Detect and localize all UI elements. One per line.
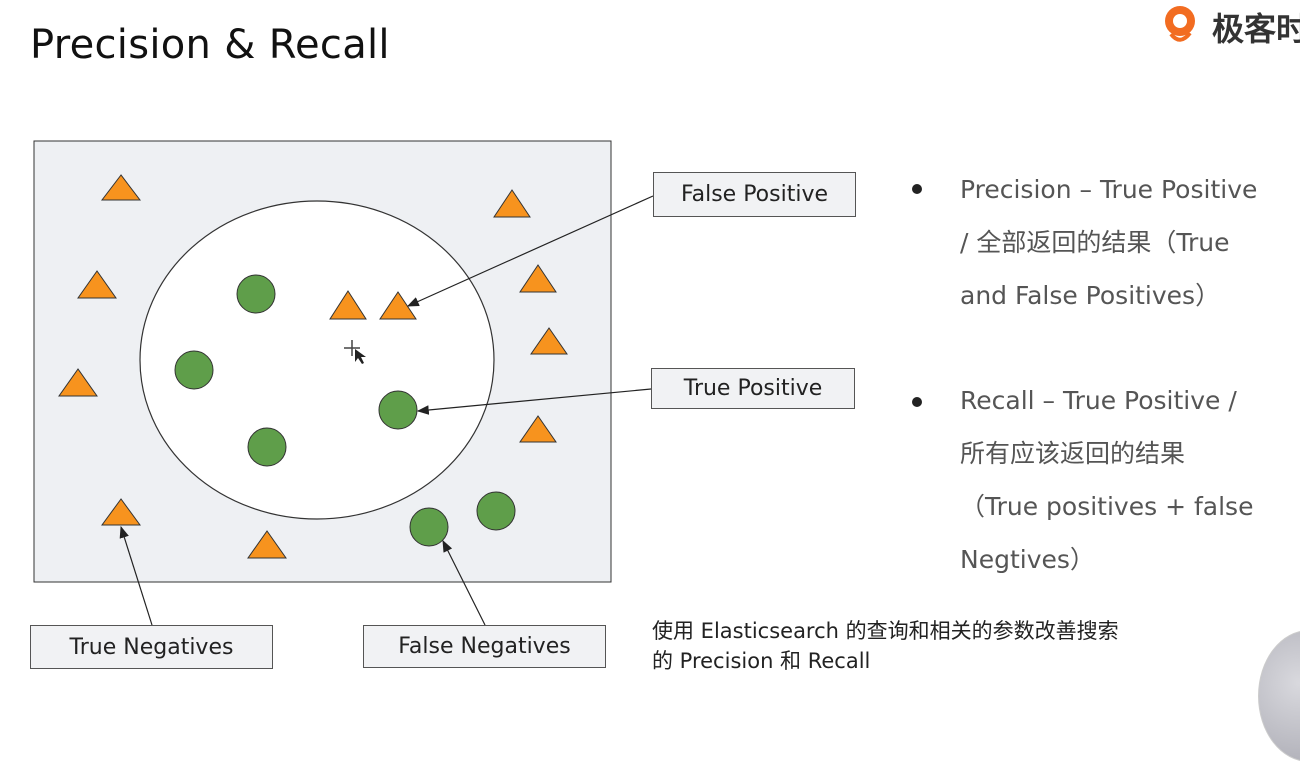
triangle-tn — [530, 327, 568, 355]
triangle-tn — [77, 270, 117, 299]
move-cursor-icon — [344, 340, 366, 364]
retrieved-set-ellipse — [139, 200, 495, 520]
bullet-dot — [912, 184, 922, 194]
true-positive-label: True Positive — [651, 368, 855, 409]
footnote-line-2: 的 Precision 和 Recall — [652, 649, 871, 673]
brand-logo: 极客时 — [1158, 0, 1300, 48]
false-negatives-label: False Negatives — [363, 625, 606, 668]
logo-icon — [1165, 6, 1195, 42]
recall-bullet: Recall – True Positive / 所有应该返回的结果 （True… — [960, 386, 1254, 574]
circle-tp — [236, 274, 276, 314]
footnote-line-1: 使用 Elasticsearch 的查询和相关的参数改善搜索 — [652, 619, 1119, 643]
triangle-tn — [101, 498, 141, 526]
true-negatives-label: True Negatives — [30, 625, 273, 669]
triangle-tn — [247, 530, 287, 559]
arrow-false-positive — [406, 195, 654, 307]
circle-tp — [378, 390, 418, 430]
logo-text: 极客时 — [1212, 10, 1300, 48]
circle-fn — [409, 507, 449, 547]
arrow-false-negatives — [442, 539, 486, 626]
circle-tp — [174, 350, 214, 390]
page-title: Precision & Recall — [30, 22, 390, 68]
arrow-true-positive — [416, 388, 652, 415]
triangle-fp — [329, 290, 367, 320]
precision-bullet: Precision – True Positive / 全部返回的结果（True… — [960, 175, 1258, 310]
circle-tp — [247, 427, 287, 467]
footnote: 使用 Elasticsearch 的查询和相关的参数改善搜索 的 Precisi… — [652, 616, 1119, 676]
triangle-tn — [519, 264, 557, 293]
triangle-tn — [493, 189, 531, 218]
triangle-tn — [100, 174, 142, 201]
arrow-true-negatives — [119, 525, 153, 626]
triangle-tn — [519, 415, 557, 443]
circle-fn — [476, 491, 516, 531]
false-positive-label: False Positive — [653, 172, 856, 217]
triangle-tn — [58, 368, 98, 397]
bullet-dot — [912, 397, 922, 407]
